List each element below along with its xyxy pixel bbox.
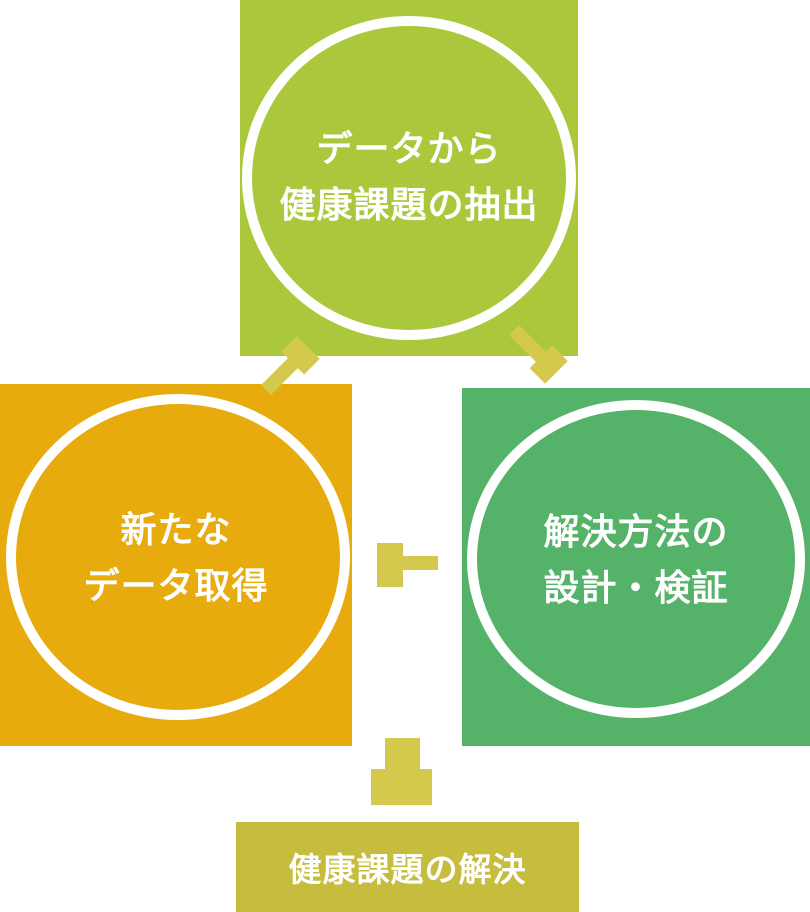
node-circle-ring	[6, 394, 350, 720]
node-label-line2: データ取得	[83, 566, 269, 607]
node-new-data-acquisition: 新たな データ取得	[0, 384, 352, 746]
node-label-line1: データから	[316, 129, 502, 170]
arrow-down-to-outcome-icon	[371, 738, 432, 805]
node-label: データから 健康課題の抽出	[240, 122, 578, 234]
node-circle-ring	[242, 16, 576, 340]
arrow-right-to-left-icon	[377, 543, 438, 587]
node-label-line1: 解決方法の	[543, 512, 729, 553]
node-circle-ring	[467, 400, 805, 718]
node-label: 解決方法の 設計・検証	[462, 505, 810, 617]
node-label: 新たな データ取得	[0, 503, 352, 615]
node-label-line2: 設計・検証	[543, 568, 729, 609]
node-health-issue-extraction: データから 健康課題の抽出	[240, 0, 578, 356]
outcome-label: 健康課題の解決	[288, 850, 527, 889]
node-label-line1: 新たな	[120, 510, 232, 551]
node-label-line2: 健康課題の抽出	[279, 185, 539, 226]
outcome-box: 健康課題の解決	[236, 822, 579, 912]
node-solution-design-verification: 解決方法の 設計・検証	[462, 388, 810, 746]
